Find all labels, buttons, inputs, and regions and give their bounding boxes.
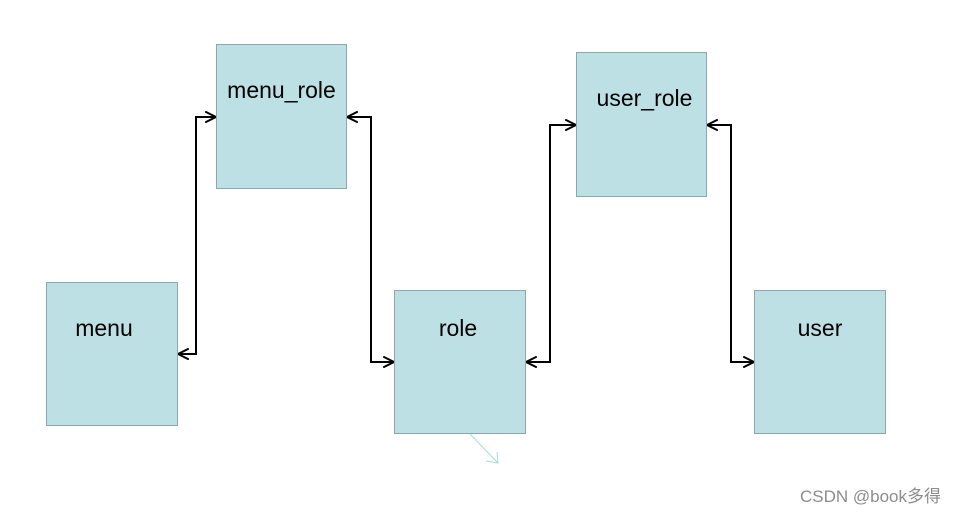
- node-menu[interactable]: menu: [46, 282, 178, 426]
- node-label-menu: menu: [75, 315, 133, 341]
- node-role[interactable]: role: [394, 290, 526, 434]
- node-user[interactable]: user: [754, 290, 886, 434]
- connector-role-user-role: [525, 119, 577, 368]
- node-label-role: role: [438, 315, 478, 341]
- watermark-text: CSDN @book多得: [799, 487, 941, 506]
- node-label-user-role: user_role: [596, 85, 693, 111]
- stray-arrow-mark: [469, 433, 499, 464]
- connector-user-role-user: [706, 119, 755, 368]
- node-menu-role[interactable]: menu_role: [216, 44, 347, 189]
- connector-menu-menu-role: [177, 111, 217, 360]
- node-label-user: user: [797, 315, 843, 341]
- connector-menu-role-role: [346, 111, 395, 368]
- node-user-role[interactable]: user_role: [576, 52, 707, 197]
- node-label-menu-role: menu_role: [227, 77, 336, 103]
